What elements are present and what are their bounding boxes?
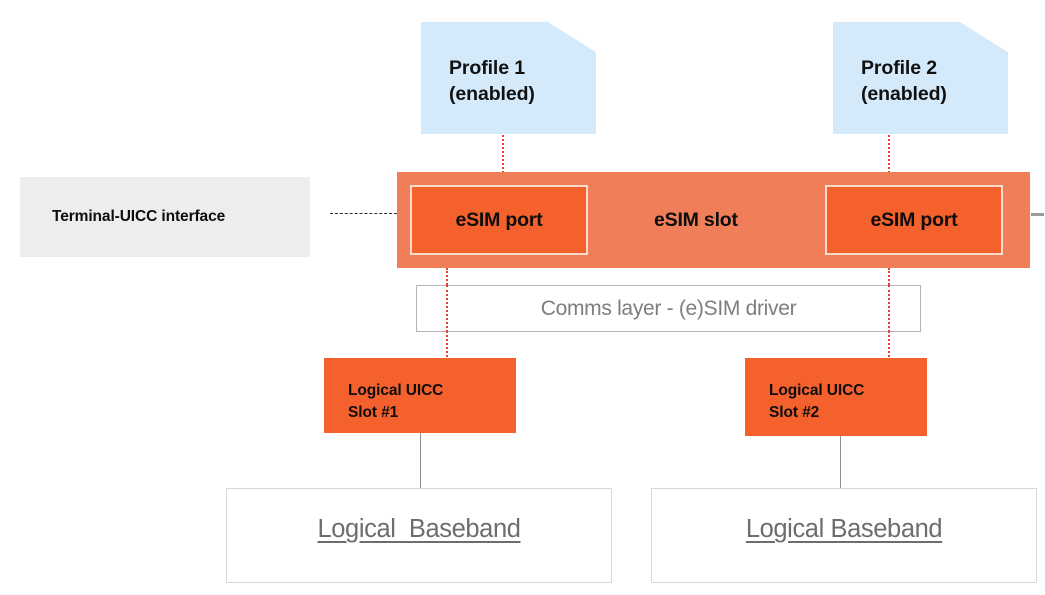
esim-port-1[interactable]: eSIM port xyxy=(410,185,588,255)
terminal-uicc-interface[interactable]: Terminal-UICC interface xyxy=(20,177,310,257)
profile-card-1-label: Profile 1 (enabled) xyxy=(449,57,535,105)
connector-slot-right-stub xyxy=(1031,213,1044,216)
connector-terminal-to-slot xyxy=(330,213,397,214)
connector-uicc2-to-baseband2 xyxy=(840,436,841,488)
esim-port-1-label: eSIM port xyxy=(455,208,543,231)
connector-port1-through-comms xyxy=(446,285,448,332)
profile-card-2[interactable]: Profile 2 (enabled) xyxy=(833,22,1008,134)
profile-card-2-label: Profile 2 (enabled) xyxy=(861,57,947,105)
connector-port2-through-comms xyxy=(888,285,890,332)
logical-uicc-slot-2-label: Logical UICC Slot #2 xyxy=(769,382,865,421)
comms-layer-label: Comms layer - (e)SIM driver xyxy=(540,296,797,320)
logical-baseband-1-label: Logical Baseband xyxy=(317,515,521,543)
esim-port-2[interactable]: eSIM port xyxy=(825,185,1003,255)
logical-baseband-2-label: Logical Baseband xyxy=(745,515,943,543)
esim-slot[interactable]: eSIM slot eSIM port eSIM port xyxy=(397,172,1030,268)
logical-baseband-2[interactable]: Logical Baseband xyxy=(651,488,1037,583)
logical-baseband-1[interactable]: Logical Baseband xyxy=(226,488,612,583)
esim-slot-label: eSIM slot xyxy=(654,209,738,231)
logical-uicc-slot-2[interactable]: Logical UICC Slot #2 xyxy=(745,358,927,436)
connector-profile1-to-port1 xyxy=(502,135,504,173)
connector-profile2-to-port2 xyxy=(888,135,890,173)
logical-uicc-slot-1[interactable]: Logical UICC Slot #1 xyxy=(324,358,516,433)
connector-uicc1-to-baseband1 xyxy=(420,433,421,488)
comms-layer[interactable]: Comms layer - (e)SIM driver xyxy=(416,285,921,332)
logical-uicc-slot-1-label: Logical UICC Slot #1 xyxy=(348,382,444,421)
terminal-uicc-interface-label: Terminal-UICC interface xyxy=(52,208,226,225)
profile-card-1[interactable]: Profile 1 (enabled) xyxy=(421,22,596,134)
esim-port-2-label: eSIM port xyxy=(870,208,958,231)
